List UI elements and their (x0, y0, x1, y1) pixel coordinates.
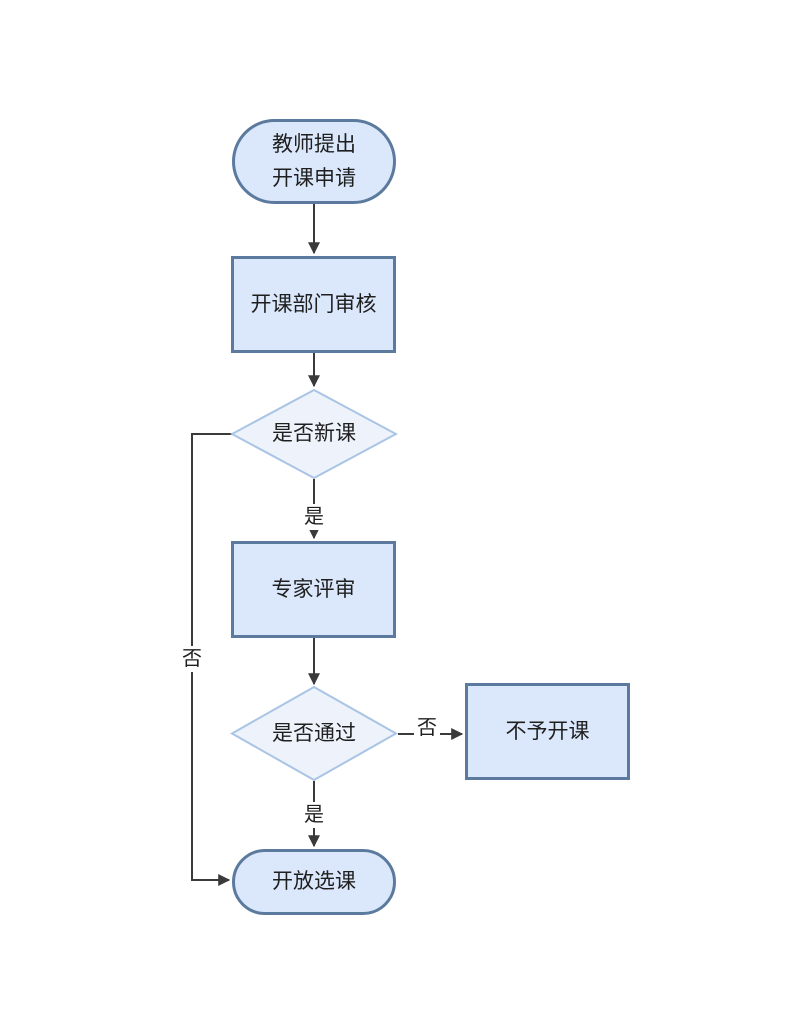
node-dept-review-label: 开课部门审核 (250, 292, 377, 316)
diamond-shape-icon (230, 389, 398, 479)
edge-label-no-new-course: 否 (179, 646, 205, 672)
node-is-new-course: 是否新课 (230, 389, 398, 479)
node-open-enrollment-label: 开放选课 (272, 870, 356, 894)
edge-label-no-passed: 否 (414, 715, 440, 741)
node-start: 教师提出 开课申请 (232, 119, 396, 204)
node-dept-review: 开课部门审核 (231, 256, 396, 353)
edge-label-yes-passed: 是 (301, 802, 327, 828)
node-start-label: 教师提出 开课申请 (272, 132, 356, 190)
node-no-course: 不予开课 (465, 683, 630, 780)
node-is-new-course-label: 是否新课 (272, 422, 356, 446)
node-expert-review-label: 专家评审 (271, 577, 356, 601)
node-open-enrollment: 开放选课 (232, 849, 396, 915)
node-is-passed: 是否通过 (230, 686, 398, 781)
node-is-passed-label: 是否通过 (272, 721, 356, 745)
node-expert-review: 专家评审 (231, 541, 396, 638)
edge-label-yes-new-course: 是 (301, 504, 327, 530)
node-no-course-label: 不予开课 (505, 719, 590, 743)
diamond-shape-icon (230, 686, 398, 781)
